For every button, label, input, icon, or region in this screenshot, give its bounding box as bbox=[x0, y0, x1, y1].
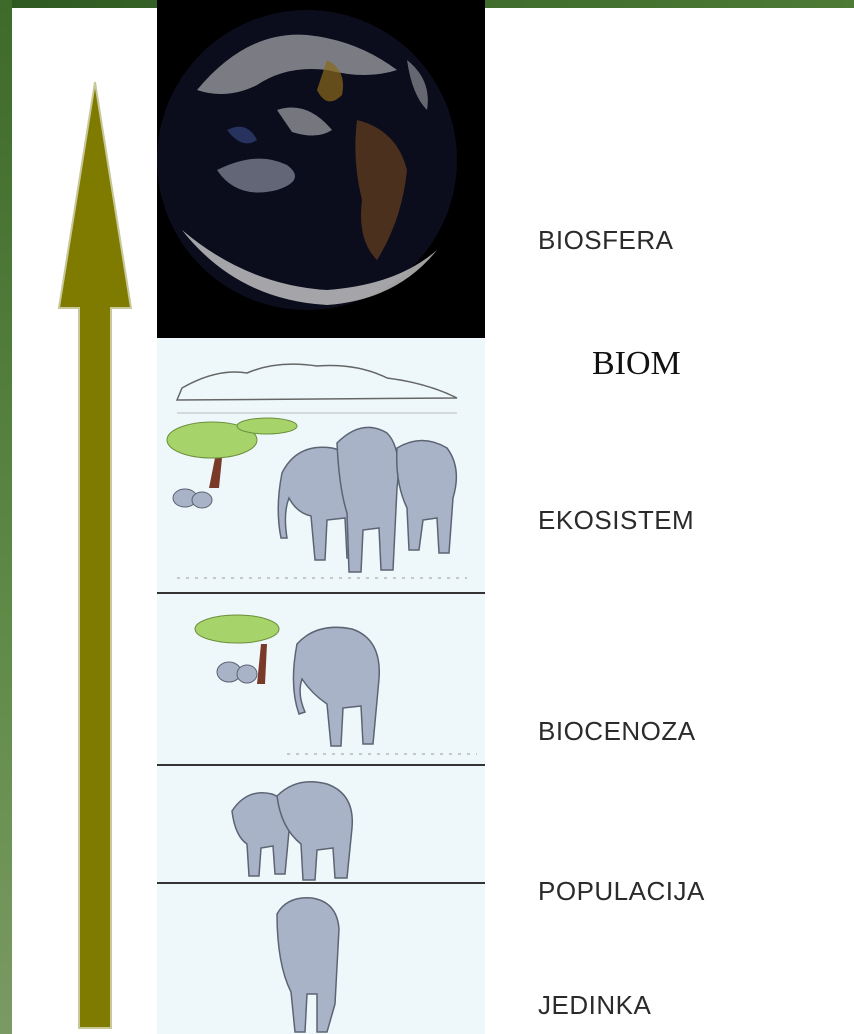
populacija-panel bbox=[157, 766, 485, 884]
earth-icon bbox=[157, 0, 485, 338]
level-label-biocenoza: BIOCENOZA bbox=[538, 716, 696, 747]
level-label-biom: BIOM bbox=[592, 345, 681, 383]
illustration-stack bbox=[157, 0, 485, 1034]
earth-panel bbox=[157, 0, 485, 338]
upward-arrow-icon bbox=[55, 80, 135, 1030]
jedinka-panel bbox=[157, 884, 485, 1034]
level-label-ekosistem: EKOSISTEM bbox=[538, 505, 694, 536]
elephant-icon bbox=[278, 427, 456, 572]
elephant-icon bbox=[232, 782, 352, 880]
biom-panel bbox=[157, 338, 485, 594]
biocenoza-panel bbox=[157, 594, 485, 766]
elephant-icon bbox=[277, 898, 339, 1032]
level-label-populacija: POPULACIJA bbox=[538, 876, 705, 907]
elephant-icon bbox=[293, 627, 379, 746]
level-label-biosfera: BIOSFERA bbox=[538, 225, 673, 256]
mountain-icon bbox=[177, 364, 457, 400]
level-label-jedinka: JEDINKA bbox=[538, 990, 651, 1021]
acacia-tree-icon bbox=[167, 422, 257, 488]
frame-left bbox=[0, 0, 12, 1034]
